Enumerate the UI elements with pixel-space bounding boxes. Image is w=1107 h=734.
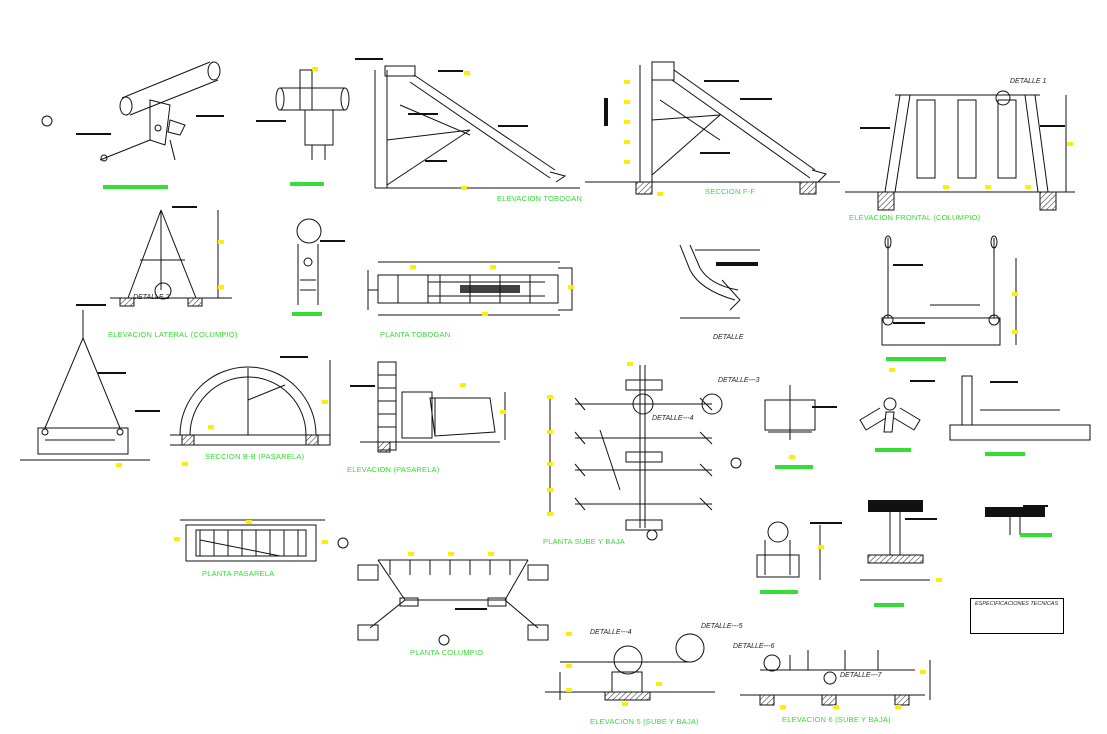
flange-detail bbox=[985, 507, 1052, 537]
callout-detalle-1: DETALLE 1 bbox=[1010, 78, 1047, 85]
callout-detalle-small: DETALLE bbox=[713, 334, 744, 341]
title-seccion-ff: SECCION F-F bbox=[705, 187, 756, 196]
seesaw-elevation-6 bbox=[740, 650, 931, 706]
title-elevacion5: ELEVACION 5 (SUBE Y BAJA) bbox=[590, 717, 699, 726]
callout-detalle-7: DETALLE---7 bbox=[840, 672, 882, 679]
bridge-arch-section bbox=[170, 360, 331, 446]
title-planta-columpio: PLANTA COLUMPIO bbox=[410, 648, 484, 657]
technical-specs-box: ESPECIFICACIONES TECNICAS bbox=[970, 598, 1064, 634]
pipe-saddle-detail bbox=[756, 521, 821, 594]
title-elevacion6: ELEVACION 6 (SUBE Y BAJA) bbox=[782, 715, 891, 724]
pipe-hinge-detail bbox=[41, 61, 221, 189]
bracket-detail bbox=[764, 385, 816, 469]
slide-curve-detail bbox=[679, 244, 760, 319]
swing-plan bbox=[357, 559, 549, 646]
bridge-plan bbox=[180, 519, 349, 562]
callout-detalle-3: DETALLE---3 bbox=[718, 377, 760, 384]
title-planta-pasarela: PLANTA PASARELA bbox=[202, 569, 275, 578]
swing-chain-detail bbox=[20, 310, 150, 461]
slide-elevation bbox=[374, 65, 580, 189]
triple-pipe-joint-detail bbox=[859, 397, 921, 452]
title-elevacion-frontal: ELEVACION FRONTAL (COLUMPIO) bbox=[849, 213, 981, 222]
callout-detalle-4a: DETALLE---4 bbox=[652, 415, 694, 422]
seesaw-elevation-5 bbox=[545, 633, 715, 701]
technical-specs-title: ESPECIFICACIONES TECNICAS bbox=[975, 601, 1059, 607]
bridge-elevation bbox=[360, 361, 506, 453]
callout-detalle-5: DETALLE---5 bbox=[701, 623, 743, 630]
seesaw-plan bbox=[549, 365, 742, 541]
pulley-detail bbox=[292, 218, 322, 316]
swing-front-elevation bbox=[845, 90, 1075, 211]
section-ff bbox=[585, 61, 840, 195]
callout-detalle-2: DETALLE 2 bbox=[133, 294, 170, 301]
title-elevacion-lateral: ELEVACION LATERAL (COLUMPIO) bbox=[108, 330, 238, 339]
title-planta-tobogan: PLANTA TOBOGAN bbox=[380, 330, 451, 339]
title-planta-sube-baja: PLANTA SUBE Y BAJA bbox=[543, 537, 625, 546]
title-seccion-bb: SECCION B-B (PASARELA) bbox=[205, 452, 305, 461]
callout-detalle-6: DETALLE---6 bbox=[733, 643, 775, 650]
swing-side-elevation bbox=[110, 209, 232, 307]
i-beam-detail bbox=[860, 500, 930, 607]
callout-detalle-4b: DETALLE---4 bbox=[590, 629, 632, 636]
wall-anchor-detail bbox=[949, 375, 1091, 456]
slide-plan bbox=[367, 261, 573, 316]
swing-seat-elevation bbox=[881, 235, 1017, 361]
clamp-detail bbox=[275, 69, 350, 186]
title-elevacion-pasarela: ELEVACION (PASARELA) bbox=[347, 465, 440, 474]
title-elevacion-tobogan: ELEVACION TOBOGAN bbox=[497, 194, 583, 203]
dimension-markers bbox=[116, 67, 1073, 709]
